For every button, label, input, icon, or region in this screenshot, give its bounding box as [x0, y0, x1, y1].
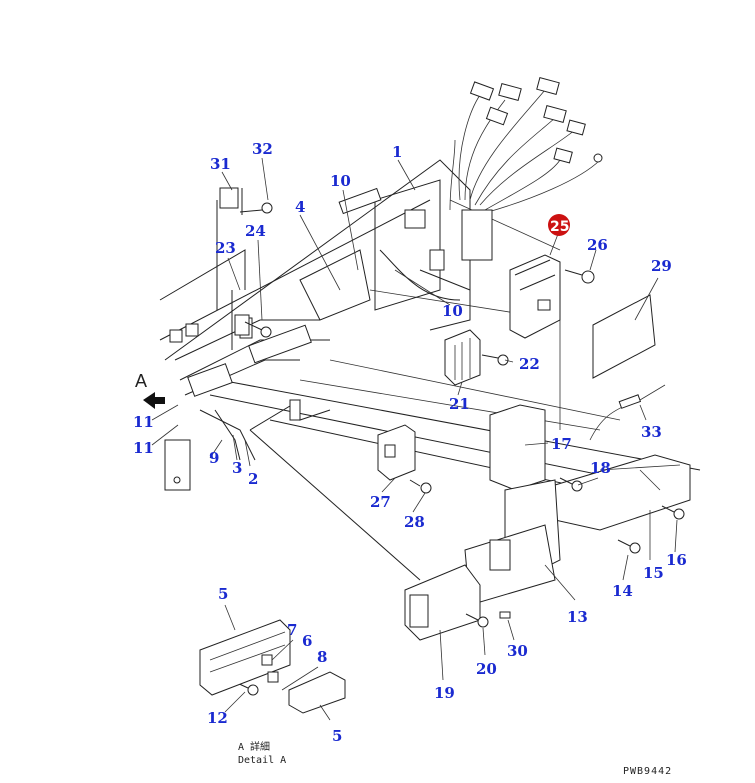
callout-12: 12	[207, 709, 228, 727]
callout-25: 25	[550, 219, 569, 235]
callout-24: 24	[245, 222, 266, 240]
callout-21: 21	[449, 395, 470, 413]
bolts	[234, 202, 685, 696]
callout-28: 28	[404, 513, 425, 531]
callout-2: 2	[248, 470, 258, 488]
callout-27: 27	[370, 493, 391, 511]
callout-30: 30	[507, 642, 528, 660]
wiring-harness	[449, 77, 603, 213]
figure-code: PWB9442	[623, 766, 672, 777]
callout-26: 26	[587, 236, 608, 254]
callout-16: 16	[666, 551, 687, 569]
relay-block	[444, 329, 481, 386]
callout-19: 19	[434, 684, 455, 702]
leader-lines	[151, 157, 678, 721]
callout-25-highlight	[548, 214, 570, 236]
callout-5a: 5	[218, 585, 228, 603]
left-harness-cluster	[164, 187, 330, 491]
callout-14: 14	[612, 582, 633, 600]
callout-18: 18	[590, 459, 611, 477]
controller-module	[509, 254, 561, 339]
callout-1: 1	[392, 143, 402, 161]
view-marker: A	[135, 371, 147, 391]
detail-caption-en: Detail A	[238, 755, 286, 766]
detail-caption: A 詳細	[238, 740, 270, 753]
callout-31: 31	[210, 155, 231, 173]
central-plate	[299, 179, 493, 331]
callout-20: 20	[476, 660, 497, 678]
callout-10a: 10	[330, 172, 351, 190]
view-a-arrow	[143, 392, 165, 409]
callout-32: 32	[252, 140, 273, 158]
callout-29: 29	[651, 257, 672, 275]
detail-a	[199, 619, 346, 714]
callout-13: 13	[567, 608, 588, 626]
callouts: 1 2 3 4 5 5 6 7 8 9 10 10 11 11 12 13 14…	[133, 140, 687, 745]
callout-23: 23	[215, 239, 236, 257]
callout-8: 8	[317, 648, 327, 666]
wire-33	[589, 384, 666, 441]
right-bracket-assembly	[404, 404, 691, 641]
callout-6: 6	[302, 632, 312, 650]
main-frame	[159, 159, 701, 581]
callout-4: 4	[295, 198, 305, 216]
callout-22: 22	[519, 355, 540, 373]
callout-10b: 10	[442, 302, 463, 320]
module-27	[377, 424, 416, 481]
callout-33: 33	[641, 423, 662, 441]
callout-17: 17	[551, 435, 572, 453]
callout-15: 15	[643, 564, 664, 582]
callout-9: 9	[209, 449, 219, 467]
callout-11b: 11	[133, 439, 154, 457]
callout-3: 3	[232, 459, 242, 477]
callout-7: 7	[287, 621, 297, 639]
callout-11a: 11	[133, 413, 154, 431]
callout-5b: 5	[332, 727, 342, 745]
label-sheet	[592, 294, 656, 379]
